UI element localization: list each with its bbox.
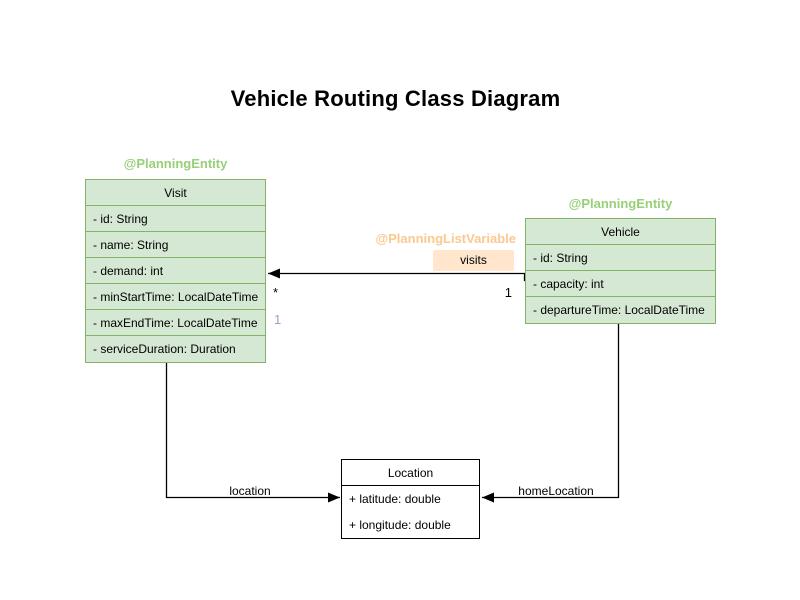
class-visit-attr-service-duration: - serviceDuration: Duration	[93, 342, 236, 356]
visits-edge-label[interactable]: visits	[433, 250, 514, 271]
class-vehicle-attr-departure-time: - departureTime: LocalDateTime	[533, 303, 705, 317]
class-visit-name: Visit	[86, 180, 265, 206]
home-location-edge-line[interactable]	[482, 323, 620, 503]
diagram-title: Vehicle Routing Class Diagram	[230, 86, 561, 111]
class-visit-attr-id: - id: String	[86, 206, 265, 232]
class-visit[interactable]: Visit - id: String - name: String - dema…	[85, 179, 266, 363]
class-location[interactable]: Location + latitude: double + longitude:…	[341, 459, 480, 539]
location-edge-line[interactable]	[165, 363, 341, 503]
visits-edge-line[interactable]	[268, 268, 526, 282]
class-location-attr-longitude: + longitude: double	[349, 518, 451, 532]
class-vehicle-attr-capacity: - capacity: int	[526, 271, 715, 297]
class-visit-attr-max-end-time: - maxEndTime: LocalDateTime	[86, 310, 265, 336]
location-edge-label[interactable]: location	[229, 484, 271, 498]
class-vehicle-name: Vehicle	[526, 219, 715, 245]
visit-planning-entity-annotation: @PlanningEntity	[123, 156, 228, 171]
visits-target-multiplicity: *	[273, 285, 279, 300]
visits-index-label: 1	[274, 312, 282, 327]
class-visit-attr-name: - name: String	[86, 232, 265, 258]
class-vehicle[interactable]: Vehicle - id: String - capacity: int - d…	[525, 218, 716, 324]
class-vehicle-attr-id: - id: String	[526, 245, 715, 271]
class-location-attr-latitude: + latitude: double	[349, 492, 441, 506]
home-location-edge-label[interactable]: homeLocation	[518, 484, 594, 498]
visits-planning-list-variable-annotation: @PlanningListVariable	[375, 231, 516, 246]
vehicle-planning-entity-annotation: @PlanningEntity	[568, 196, 673, 211]
visits-source-multiplicity: 1	[504, 285, 512, 300]
class-visit-attr-demand: - demand: int	[86, 258, 265, 284]
class-location-name: Location	[342, 460, 479, 486]
class-visit-attr-min-start-time: - minStartTime: LocalDateTime	[86, 284, 265, 310]
